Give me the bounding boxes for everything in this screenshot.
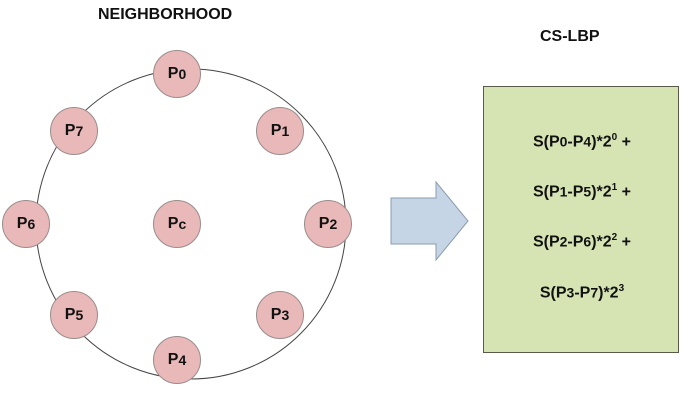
- node-pc-letter: P: [167, 215, 179, 232]
- node-p4-index: 4: [178, 352, 187, 368]
- cslbp-formula-box: S(P0-P4)*20 + S(P1-P5)*21 + S(P2-P6)*22 …: [483, 86, 679, 353]
- node-p1-letter: P: [270, 122, 282, 139]
- node-p3-letter: P: [270, 306, 282, 323]
- formula-term-3: S(P3-P7)*23: [539, 283, 625, 302]
- node-p5-index: 5: [75, 307, 84, 323]
- node-p4-letter: P: [167, 351, 179, 368]
- node-p6-letter: P: [16, 215, 28, 232]
- node-pc-index: c: [178, 216, 187, 232]
- node-p2-letter: P: [318, 215, 330, 232]
- formula-term-2: S(P2-P6)*22 +: [532, 232, 632, 251]
- cslbp-title: CS-LBP: [540, 28, 600, 45]
- node-p7-letter: P: [64, 122, 76, 139]
- neighborhood-title: NEIGHBORHOOD: [98, 6, 233, 23]
- node-p2-index: 2: [329, 216, 338, 232]
- node-p3-index: 3: [281, 307, 290, 323]
- node-p6-index: 6: [27, 216, 36, 232]
- arrow-icon: [390, 180, 469, 262]
- formula-term-0: S(P0-P4)*20 +: [532, 132, 632, 151]
- node-p0-index: 0: [178, 66, 187, 82]
- node-p1-index: 1: [281, 123, 290, 139]
- node-p5-letter: P: [64, 306, 76, 323]
- formula-term-1: S(P1-P5)*21 +: [532, 182, 632, 201]
- node-p0-letter: P: [167, 65, 179, 82]
- node-p7-index: 7: [75, 123, 84, 139]
